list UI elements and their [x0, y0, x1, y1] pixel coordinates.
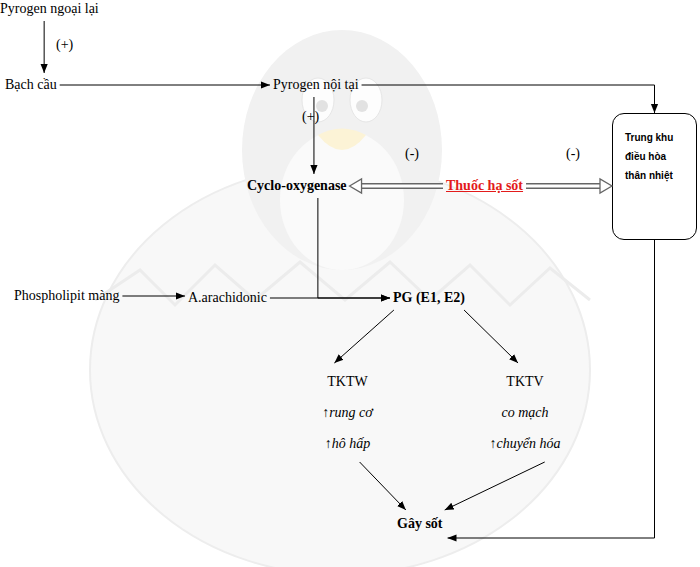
watermark-penguin-body: [242, 30, 442, 270]
node-text: Pyrogen ngoại lại: [0, 0, 99, 18]
sign-label: (+): [302, 108, 319, 126]
arrow-connector: [318, 198, 390, 298]
watermark-penguin-pupil: [356, 100, 368, 112]
center-box: Trung khu điều hòa thân nhiệt: [612, 113, 697, 240]
arrow-line: [362, 85, 655, 113]
watermark-penguin-beak: [318, 129, 366, 151]
effect-group: TKTW↑rung cơ↑hô hấp: [300, 366, 395, 459]
node-text: TKTW: [300, 366, 395, 397]
mediator-term: Pyrogen nội tại: [273, 76, 359, 94]
substrate-term: Phospholipit màng: [14, 287, 119, 305]
effect-text: ↑hô hấp: [300, 428, 395, 459]
node-text: Trung khu điều hòa thân nhiệt: [625, 128, 675, 185]
arrow-line: [44, 21, 45, 73]
arrow-line: [122, 296, 185, 297]
effect-group: TKTVco mạch↑chuyển hóa: [470, 366, 580, 459]
arrow-connector: [464, 310, 518, 363]
arrow-line: [318, 198, 390, 298]
arrow-line: [464, 310, 518, 363]
arrow-line: [334, 310, 394, 363]
outcome-term: Gây sốt: [397, 515, 443, 533]
sign-label: (+): [56, 36, 73, 54]
node-text: Gây sốt: [397, 515, 443, 533]
node-text: Pyrogen nội tại: [273, 76, 359, 94]
node-text: PG (E1, E2): [393, 289, 465, 307]
arrow-shaft-core: [526, 185, 601, 188]
drug-term: Thuốc hạ sốt: [446, 177, 523, 195]
effect-text: ↑rung cơ: [300, 397, 395, 428]
arrow-shaft: [526, 183, 601, 189]
node-text: Cyclo-oxygenase: [247, 177, 347, 195]
arrow-line: [448, 240, 655, 538]
cell-term: Bạch cầu: [5, 76, 57, 94]
arrow-connector: [445, 462, 545, 510]
effect-text: co mạch: [470, 397, 580, 428]
effect-text: ↑chuyển hóa: [470, 428, 580, 459]
arrow-connector: [448, 240, 655, 538]
arrow-connector: [313, 97, 314, 174]
sign-label: (-): [566, 145, 580, 163]
arrow-shaft-core: [361, 185, 443, 188]
hollow-arrow-head: [350, 179, 362, 193]
enzyme-term: Cyclo-oxygenase: [247, 177, 347, 195]
arrow-connector: [60, 85, 270, 86]
node-text: A.arachidonic: [188, 289, 267, 307]
arrow-connector: [270, 298, 390, 299]
node-text: TKTV: [470, 366, 580, 397]
node-text: Thuốc hạ sốt: [446, 177, 523, 195]
arrow-line: [60, 85, 270, 86]
node-text: Bạch cầu: [5, 76, 57, 94]
hollow-arrow-head: [600, 179, 612, 193]
arrow-connector: [360, 462, 406, 510]
sign-label: (-): [405, 145, 419, 163]
inhibit-arrow: [526, 179, 612, 193]
arrow-line: [360, 462, 406, 510]
arrow-connector: [122, 296, 185, 297]
arrow-line: [313, 97, 314, 174]
arrow-connector: [362, 85, 655, 113]
arrow-line: [445, 462, 545, 510]
arrow-line: [270, 298, 390, 299]
stimulus-term: Pyrogen ngoại lại: [0, 0, 99, 18]
arrow-shaft: [361, 183, 443, 189]
product-term: PG (E1, E2): [393, 289, 465, 307]
arrow-connector: [334, 310, 394, 363]
inhibit-arrow: [350, 179, 443, 193]
watermark-penguin-belly: [280, 130, 404, 270]
node-text: Phospholipit màng: [14, 287, 119, 305]
substrate-term: A.arachidonic: [188, 289, 267, 307]
arrow-connector: [44, 21, 45, 73]
